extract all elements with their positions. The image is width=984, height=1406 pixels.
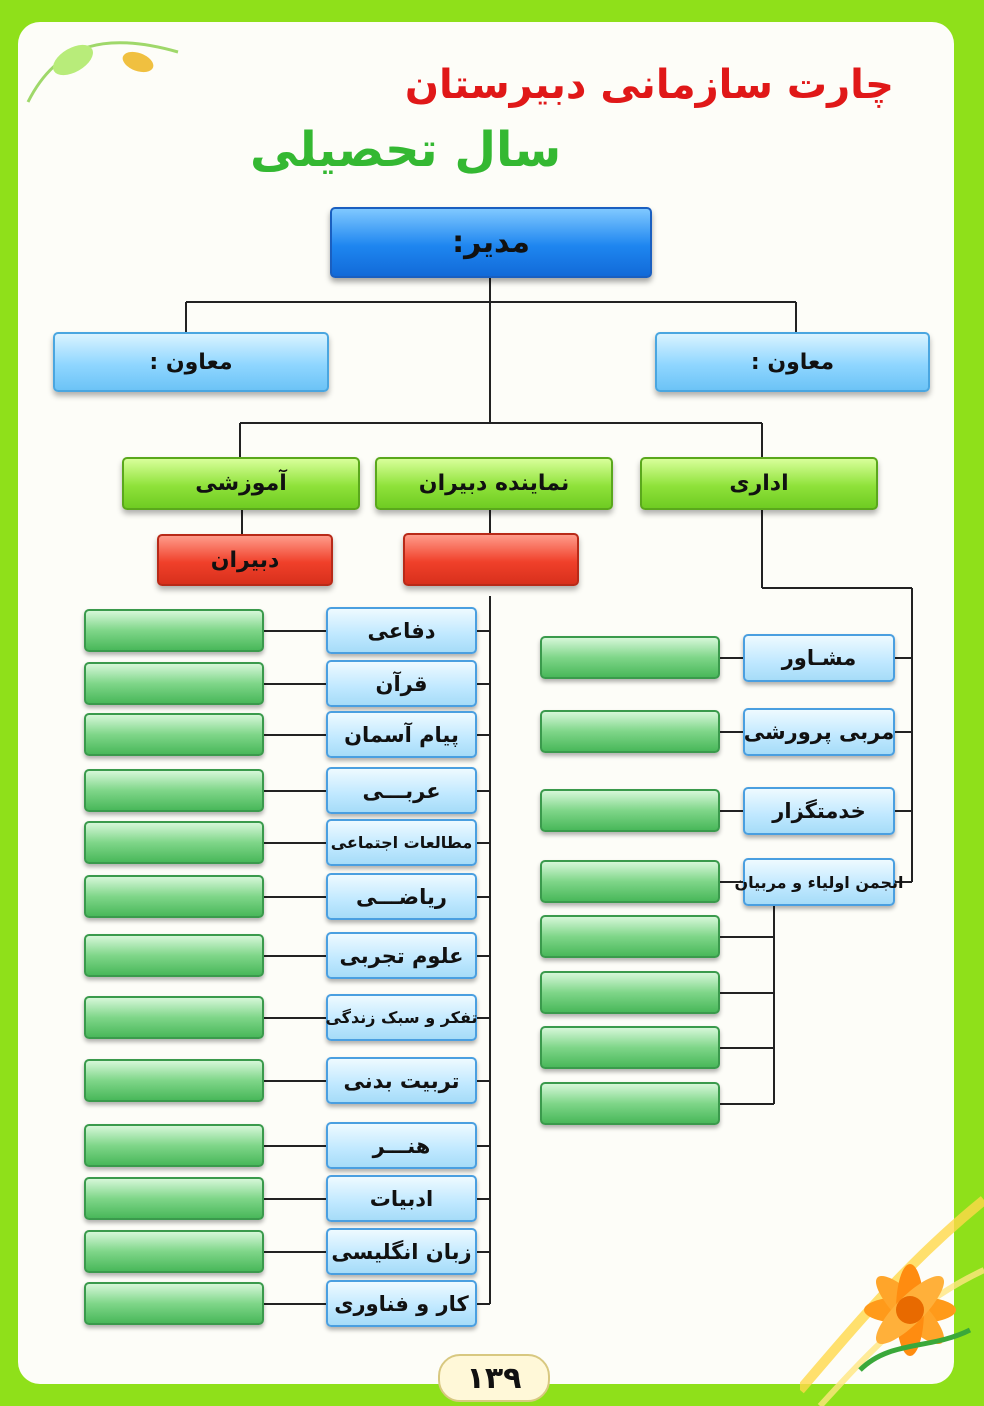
admin-role-box: مشـاور bbox=[743, 634, 895, 682]
deputy-left-box: معاون : bbox=[53, 332, 329, 392]
admin-role-box: انجمن اولیاء و مربیان bbox=[734, 858, 904, 906]
empty-name-slot bbox=[84, 1177, 264, 1220]
empty-name-slot bbox=[540, 1026, 720, 1069]
school-year-title: سال تحصیلی bbox=[250, 122, 562, 178]
admin-role-box: مربی پرورشی bbox=[743, 708, 895, 756]
empty-name-slot bbox=[84, 609, 264, 652]
subject-box: قرآن bbox=[326, 660, 477, 707]
leaf-decoration-icon bbox=[26, 41, 179, 103]
subject-box: هنـــر bbox=[326, 1122, 477, 1169]
deputy-right-box: معاون : bbox=[655, 332, 930, 392]
empty-name-slot bbox=[84, 821, 264, 864]
empty-name-slot bbox=[540, 789, 720, 832]
subject-box: زبان انگلیسی bbox=[326, 1228, 477, 1275]
subject-box: تفکر و سبک زندگی bbox=[325, 994, 478, 1041]
empty-name-slot bbox=[84, 713, 264, 756]
empty-name-slot bbox=[84, 996, 264, 1039]
chart-title: چارت سازمانی دبیرستان bbox=[404, 62, 894, 108]
empty-name-slot bbox=[84, 934, 264, 977]
empty-name-slot bbox=[84, 1059, 264, 1102]
flower-decoration-icon bbox=[800, 1196, 984, 1406]
subject-box: عربـــی bbox=[326, 767, 477, 814]
empty-name-slot bbox=[84, 875, 264, 918]
subject-box: دفاعی bbox=[326, 607, 477, 654]
empty-name-slot bbox=[84, 1124, 264, 1167]
principal-box: مدیر: bbox=[330, 207, 652, 278]
page-number: ۱۳۹ bbox=[438, 1354, 550, 1402]
subject-box: ریاضـــی bbox=[326, 873, 477, 920]
teachers-box: دبیران bbox=[157, 534, 333, 586]
subject-box: کار و فناوری bbox=[326, 1280, 477, 1327]
empty-name-slot bbox=[540, 915, 720, 958]
administrative-box: اداری bbox=[640, 457, 878, 510]
empty-name-slot bbox=[84, 1230, 264, 1273]
teachers-rep-box: نماینده دبیران bbox=[375, 457, 613, 510]
teachers-rep-name-box bbox=[403, 533, 579, 586]
educational-box: آموزشی bbox=[122, 457, 360, 510]
subject-box: ادبیات bbox=[326, 1175, 477, 1222]
empty-name-slot bbox=[540, 1082, 720, 1125]
empty-name-slot bbox=[540, 971, 720, 1014]
subject-box: پیام آسمان bbox=[326, 711, 477, 758]
empty-name-slot bbox=[84, 769, 264, 812]
empty-name-slot bbox=[84, 662, 264, 705]
subject-box: علوم تجربی bbox=[326, 932, 477, 979]
empty-name-slot bbox=[540, 710, 720, 753]
empty-name-slot bbox=[540, 860, 720, 903]
admin-role-box: خدمتگزار bbox=[743, 787, 895, 835]
empty-name-slot bbox=[540, 636, 720, 679]
subject-box: مطالعات اجتماعی bbox=[326, 819, 477, 866]
empty-name-slot bbox=[84, 1282, 264, 1325]
subject-box: تربیت بدنی bbox=[326, 1057, 477, 1104]
